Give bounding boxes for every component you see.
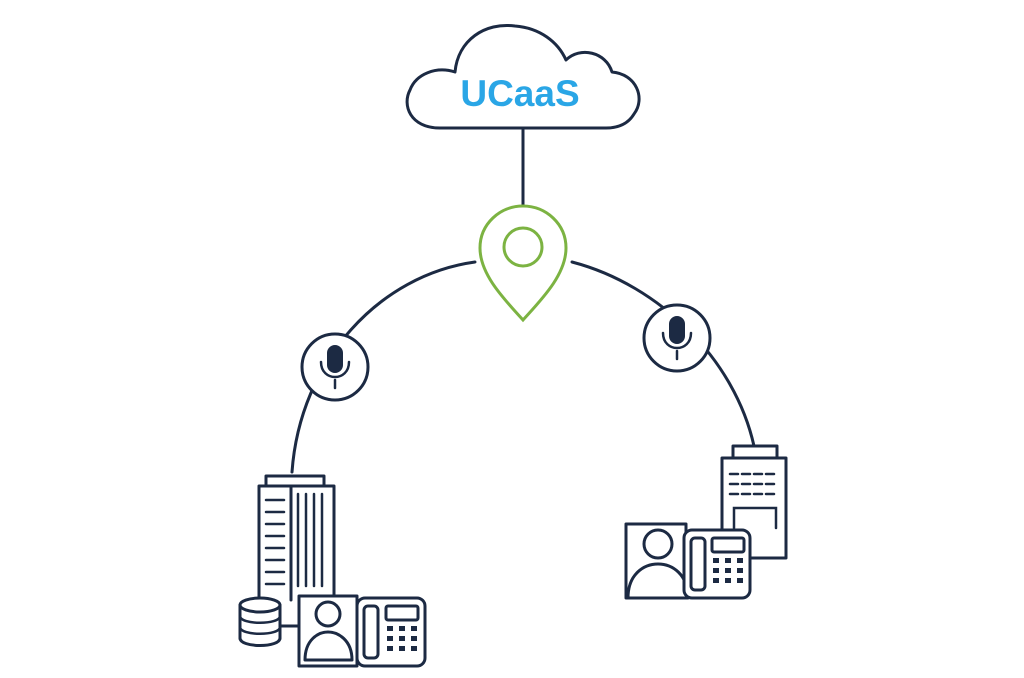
left-site (238, 474, 427, 668)
desk-phone-icon (355, 596, 427, 668)
microphone-icon (661, 316, 693, 361)
cloud-label: UCaaS (460, 73, 579, 114)
cloud-icon: UCaaS (405, 23, 641, 130)
user-icon (624, 522, 690, 600)
desk-phone-icon (682, 528, 752, 600)
user-icon (297, 594, 359, 668)
right-mic-badge (642, 303, 712, 373)
database-icon (238, 596, 282, 647)
microphone-icon (319, 345, 351, 390)
right-site (624, 444, 788, 600)
left-mic-badge (300, 332, 370, 402)
connection-arc (290, 260, 477, 474)
location-pin-icon (478, 204, 568, 323)
